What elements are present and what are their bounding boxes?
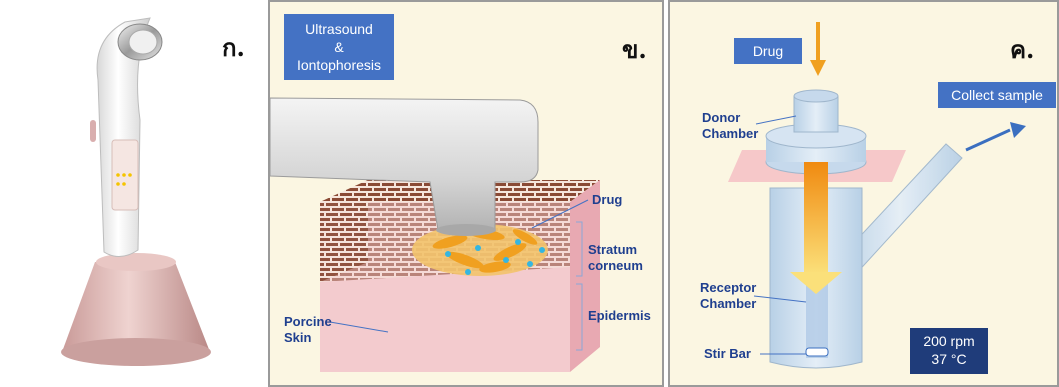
panel-b-skin-diagram: Ultrasound & Iontophoresis ข. Drug Strat… bbox=[268, 0, 664, 387]
conditions-box: 200 rpm 37 °C bbox=[910, 328, 988, 374]
panel-c-diffusion-cell: Drug Collect sample ค. Donor Chamber Rec… bbox=[668, 0, 1059, 387]
drug-box: Drug bbox=[734, 38, 802, 64]
diffusion-cell-illustration bbox=[670, 2, 1059, 387]
epidermis-label: Epidermis bbox=[588, 308, 651, 324]
method-line-iontophoresis: Iontophoresis bbox=[284, 56, 394, 74]
porcine-line1: Porcine bbox=[284, 314, 332, 330]
donor-line2: Chamber bbox=[702, 126, 758, 142]
panel-c-label: ค. bbox=[1010, 30, 1034, 69]
porcine-skin-label: Porcine Skin bbox=[284, 314, 332, 346]
panel-a-label: ก. bbox=[222, 28, 245, 67]
stratum-corneum-label: Stratum corneum bbox=[588, 242, 643, 274]
stir-bar-label: Stir Bar bbox=[704, 346, 751, 362]
method-box: Ultrasound & Iontophoresis bbox=[284, 14, 394, 80]
stratum-line2: corneum bbox=[588, 258, 643, 274]
rpm-text: 200 rpm bbox=[910, 332, 988, 350]
method-line-ampersand: & bbox=[284, 38, 394, 56]
panel-a-device: ก. bbox=[0, 0, 266, 387]
temperature-text: 37 °C bbox=[910, 350, 988, 368]
panel-b-label: ข. bbox=[622, 30, 647, 69]
method-line-ultrasound: Ultrasound bbox=[284, 20, 394, 38]
receptor-line1: Receptor bbox=[700, 280, 756, 296]
stratum-line1: Stratum bbox=[588, 242, 643, 258]
receptor-chamber-label: Receptor Chamber bbox=[700, 280, 756, 312]
receptor-line2: Chamber bbox=[700, 296, 756, 312]
drug-label: Drug bbox=[592, 192, 622, 208]
collect-sample-box: Collect sample bbox=[938, 82, 1056, 108]
porcine-line2: Skin bbox=[284, 330, 332, 346]
donor-chamber-label: Donor Chamber bbox=[702, 110, 758, 142]
donor-line1: Donor bbox=[702, 110, 758, 126]
